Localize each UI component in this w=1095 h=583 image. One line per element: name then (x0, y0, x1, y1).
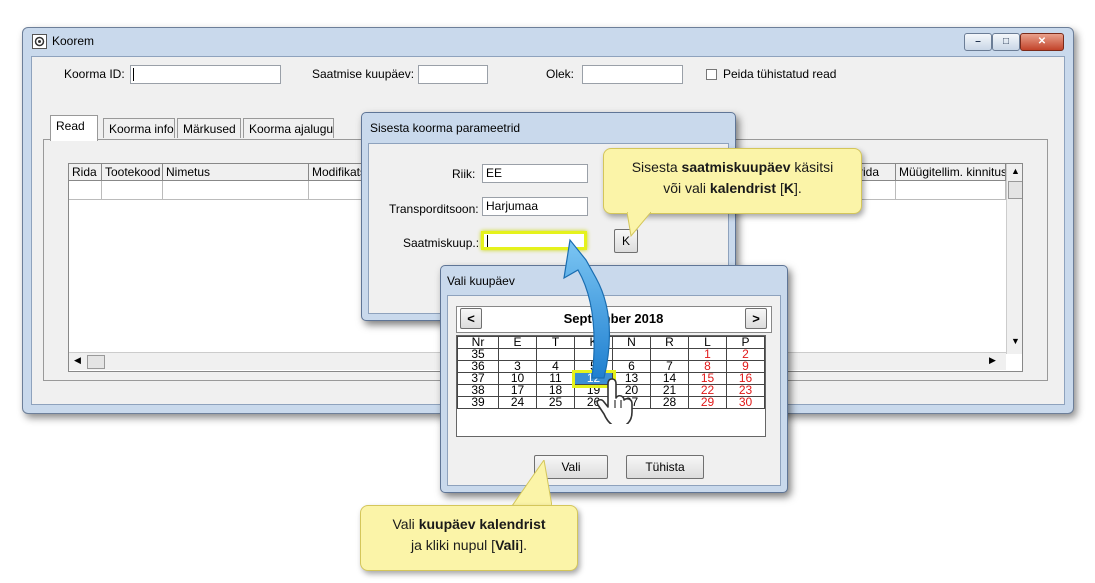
koorma-id-input[interactable] (130, 65, 281, 84)
calendar-header-day: P (726, 336, 765, 349)
callout-text-bold: Vali (495, 537, 520, 553)
maximize-button[interactable]: □ (992, 33, 1020, 51)
callout-top: Sisesta saatmiskuupäev käsitsi või vali … (603, 148, 862, 214)
calendar-day[interactable]: 24 (498, 396, 537, 409)
riik-input[interactable]: EE (482, 164, 588, 183)
grid-cell[interactable] (69, 181, 102, 200)
callout-text: ]. (519, 537, 527, 553)
grid-cell[interactable] (102, 181, 163, 200)
tab-read[interactable]: Read (50, 115, 98, 141)
saatmise-kuupaev-input[interactable] (418, 65, 488, 84)
tab-markused[interactable]: Märkused (177, 118, 241, 138)
calendar-day[interactable]: 25 (536, 396, 575, 409)
calendar-day[interactable]: 19 (574, 384, 613, 397)
callout-text: Vali (392, 516, 419, 532)
saatmiskuup-input[interactable] (481, 231, 587, 250)
next-month-button[interactable]: > (745, 308, 767, 329)
scroll-thumb[interactable] (1008, 181, 1022, 199)
week-number: 38 (457, 384, 499, 397)
app-icon (32, 34, 47, 49)
callout-top-line2: või vali kalendrist [K]. (604, 178, 861, 199)
prev-month-button[interactable]: < (460, 308, 482, 329)
calendar-grid: Nr E T K N R L P 35 1 2 36 3 4 5 6 7 8 (456, 335, 766, 437)
callout-text-bold: saatmiskuupäev (681, 159, 791, 175)
week-number: 35 (457, 348, 499, 361)
callout-text-bold: K (783, 180, 794, 196)
hand-cursor-icon (596, 378, 634, 427)
calendar-day[interactable]: 10 (498, 372, 537, 385)
callout-top-line1: Sisesta saatmiskuupäev käsitsi (604, 157, 861, 178)
close-icon: ✕ (1037, 36, 1047, 47)
scroll-left-icon[interactable]: ◀ (74, 355, 81, 365)
calendar-header-day: E (498, 336, 537, 349)
calendar-day[interactable]: 28 (650, 396, 689, 409)
callout-text: ja kliki nupul [ (411, 537, 496, 553)
column-header-rida[interactable]: Rida (69, 164, 102, 181)
callout-top-pointer (626, 210, 653, 241)
callout-bottom-pointer (392, 458, 553, 511)
calendar-header-day: R (650, 336, 689, 349)
olek-input[interactable] (582, 65, 683, 84)
scroll-down-icon[interactable]: ▼ (1011, 336, 1020, 346)
saatmiskuup-label: Saatmiskuup.: (403, 236, 480, 250)
transporditsoon-input[interactable]: Harjumaa (482, 197, 588, 216)
window-title: Koorem (52, 34, 95, 48)
grid-cell[interactable] (309, 181, 369, 200)
callout-text-bold: kalendrist (709, 180, 777, 196)
text-cursor (487, 235, 488, 247)
callout-text: ]. (793, 180, 802, 196)
month-label: September 2018 (563, 311, 664, 326)
calendar-day[interactable]: 15 (688, 372, 727, 385)
curved-arrow-icon (556, 238, 626, 391)
callout-bottom-line2: ja kliki nupul [Vali]. (361, 535, 577, 556)
maximize-icon: □ (1002, 36, 1010, 47)
week-number: 39 (457, 396, 499, 409)
column-header-tootekood[interactable]: Tootekood (102, 164, 163, 181)
transporditsoon-label: Transporditsoon: (389, 202, 479, 216)
calendar-dialog-title: Vali kuupäev (447, 274, 515, 288)
tab-koorma-info[interactable]: Koorma info (103, 118, 175, 138)
callout-text: käsitsi (790, 159, 834, 175)
olek-label: Olek: (546, 67, 575, 81)
callout-text: [ (776, 180, 784, 196)
grid-cell[interactable] (856, 181, 896, 200)
callout-bottom: Vali kuupäev kalendrist ja kliki nupul [… (360, 505, 578, 571)
calendar-header-box (456, 306, 772, 333)
minimize-button[interactable]: – (964, 33, 992, 51)
vertical-scrollbar[interactable]: ▲ ▼ (1006, 164, 1022, 354)
calendar-day[interactable]: 17 (498, 384, 537, 397)
scroll-up-icon[interactable]: ▲ (1011, 166, 1020, 176)
close-button[interactable]: ✕ (1020, 33, 1064, 51)
saatmise-kuupaev-label: Saatmise kuupäev: (312, 67, 415, 81)
peida-label: Peida tühistatud read (723, 67, 837, 81)
text-cursor (133, 68, 134, 81)
callout-text-bold: kuupäev kalendrist (418, 516, 546, 532)
calendar-day[interactable]: 30 (726, 396, 765, 409)
grid-cell[interactable] (163, 181, 309, 200)
callout-text: või vali (663, 180, 710, 196)
column-header-myygitellim[interactable]: Müügitellim. kinnitus (896, 164, 1006, 181)
calendar-header-day: N (612, 336, 651, 349)
grid-cell[interactable] (896, 181, 1006, 200)
peida-checkbox[interactable] (706, 69, 717, 80)
callout-bottom-line1: Vali kuupäev kalendrist (361, 514, 577, 535)
koorma-id-label: Koorma ID: (64, 67, 125, 81)
column-header-modifikatsioon[interactable]: Modifikats (309, 164, 369, 181)
riik-label: Riik: (452, 167, 476, 181)
calendar-day[interactable]: 21 (650, 384, 689, 397)
scroll-hthumb[interactable] (87, 355, 105, 369)
calendar-day[interactable]: 22 (688, 384, 727, 397)
callout-text: Sisesta (631, 159, 682, 175)
calendar-day[interactable]: 29 (688, 396, 727, 409)
tuhista-button[interactable]: Tühista (626, 455, 704, 479)
column-header-rida-2[interactable]: rida (856, 164, 896, 181)
calendar-k-button[interactable]: K (614, 229, 638, 253)
column-header-nimetus[interactable]: Nimetus (163, 164, 309, 181)
tab-koorma-ajalugu[interactable]: Koorma ajalugu (243, 118, 334, 138)
calendar-day[interactable]: 13 (612, 372, 651, 385)
minimize-icon: – (975, 36, 981, 47)
param-dialog-title: Sisesta koorma parameetrid (370, 121, 521, 135)
scroll-right-icon[interactable]: ▶ (989, 355, 996, 365)
